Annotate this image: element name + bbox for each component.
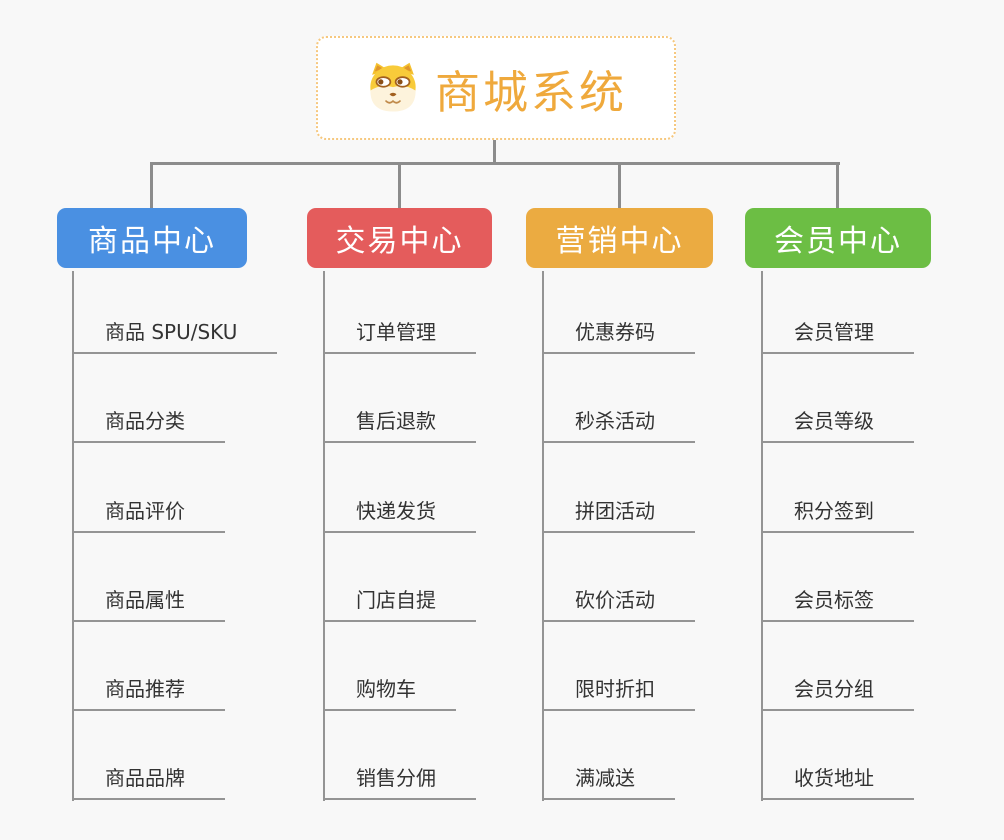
leaf-item[interactable]: 拼团活动	[542, 497, 695, 533]
connector-drop	[618, 164, 621, 209]
root-node[interactable]: 商城系统	[316, 36, 676, 140]
branch-node-marketing[interactable]: 营销中心	[526, 208, 713, 268]
leaf-item[interactable]: 商品品牌	[72, 764, 225, 800]
leaf-item[interactable]: 限时折扣	[542, 675, 695, 711]
leaf-item[interactable]: 商品属性	[72, 586, 225, 622]
branch-node-trade[interactable]: 交易中心	[307, 208, 492, 268]
leaf-item[interactable]: 优惠券码	[542, 318, 695, 354]
root-label: 商城系统	[434, 65, 627, 119]
leaf-item[interactable]: 砍价活动	[542, 586, 695, 622]
leaf-item[interactable]: 会员标签	[761, 586, 914, 622]
branch-column-trade: 订单管理售后退款快递发货门店自提购物车销售分佣	[323, 271, 476, 801]
branch-label: 会员中心	[774, 224, 902, 259]
leaf-item[interactable]: 秒杀活动	[542, 407, 695, 443]
leaf-item[interactable]: 积分签到	[761, 497, 914, 533]
leaf-item[interactable]: 销售分佣	[323, 764, 476, 800]
leaf-item[interactable]: 会员分组	[761, 675, 914, 711]
branch-label: 交易中心	[335, 224, 464, 259]
connector-drop	[398, 164, 401, 209]
connector-drop	[836, 164, 839, 209]
connector-horizontal	[150, 162, 840, 165]
branch-column-marketing: 优惠券码秒杀活动拼团活动砍价活动限时折扣满减送	[542, 271, 695, 801]
leaf-item[interactable]: 购物车	[323, 675, 456, 711]
dog-face-icon	[370, 62, 416, 112]
leaf-item[interactable]: 商品 SPU/SKU	[72, 318, 278, 354]
branch-label: 营销中心	[555, 224, 684, 259]
leaf-item[interactable]: 商品分类	[72, 407, 225, 443]
leaf-item[interactable]: 门店自提	[323, 586, 476, 622]
leaf-item[interactable]: 订单管理	[323, 318, 476, 354]
branch-label: 商品中心	[88, 224, 216, 259]
branch-node-products[interactable]: 商品中心	[57, 208, 247, 268]
leaf-item[interactable]: 会员管理	[761, 318, 914, 354]
leaf-item[interactable]: 商品评价	[72, 497, 225, 533]
leaf-item[interactable]: 收货地址	[761, 764, 914, 800]
branch-column-products: 商品 SPU/SKU 商品分类商品评价商品属性商品推荐商品品牌	[72, 271, 278, 801]
leaf-item[interactable]: 售后退款	[323, 407, 476, 443]
leaf-item[interactable]: 商品推荐	[72, 675, 225, 711]
leaf-item[interactable]: 满减送	[542, 764, 675, 800]
connector-drop	[150, 164, 153, 209]
leaf-item[interactable]: 快递发货	[323, 497, 476, 533]
branch-column-members: 会员管理会员等级积分签到会员标签会员分组收货地址	[761, 271, 914, 801]
leaf-item[interactable]: 会员等级	[761, 407, 914, 443]
root-connector-stem	[493, 140, 496, 165]
branch-node-members[interactable]: 会员中心	[745, 208, 931, 268]
